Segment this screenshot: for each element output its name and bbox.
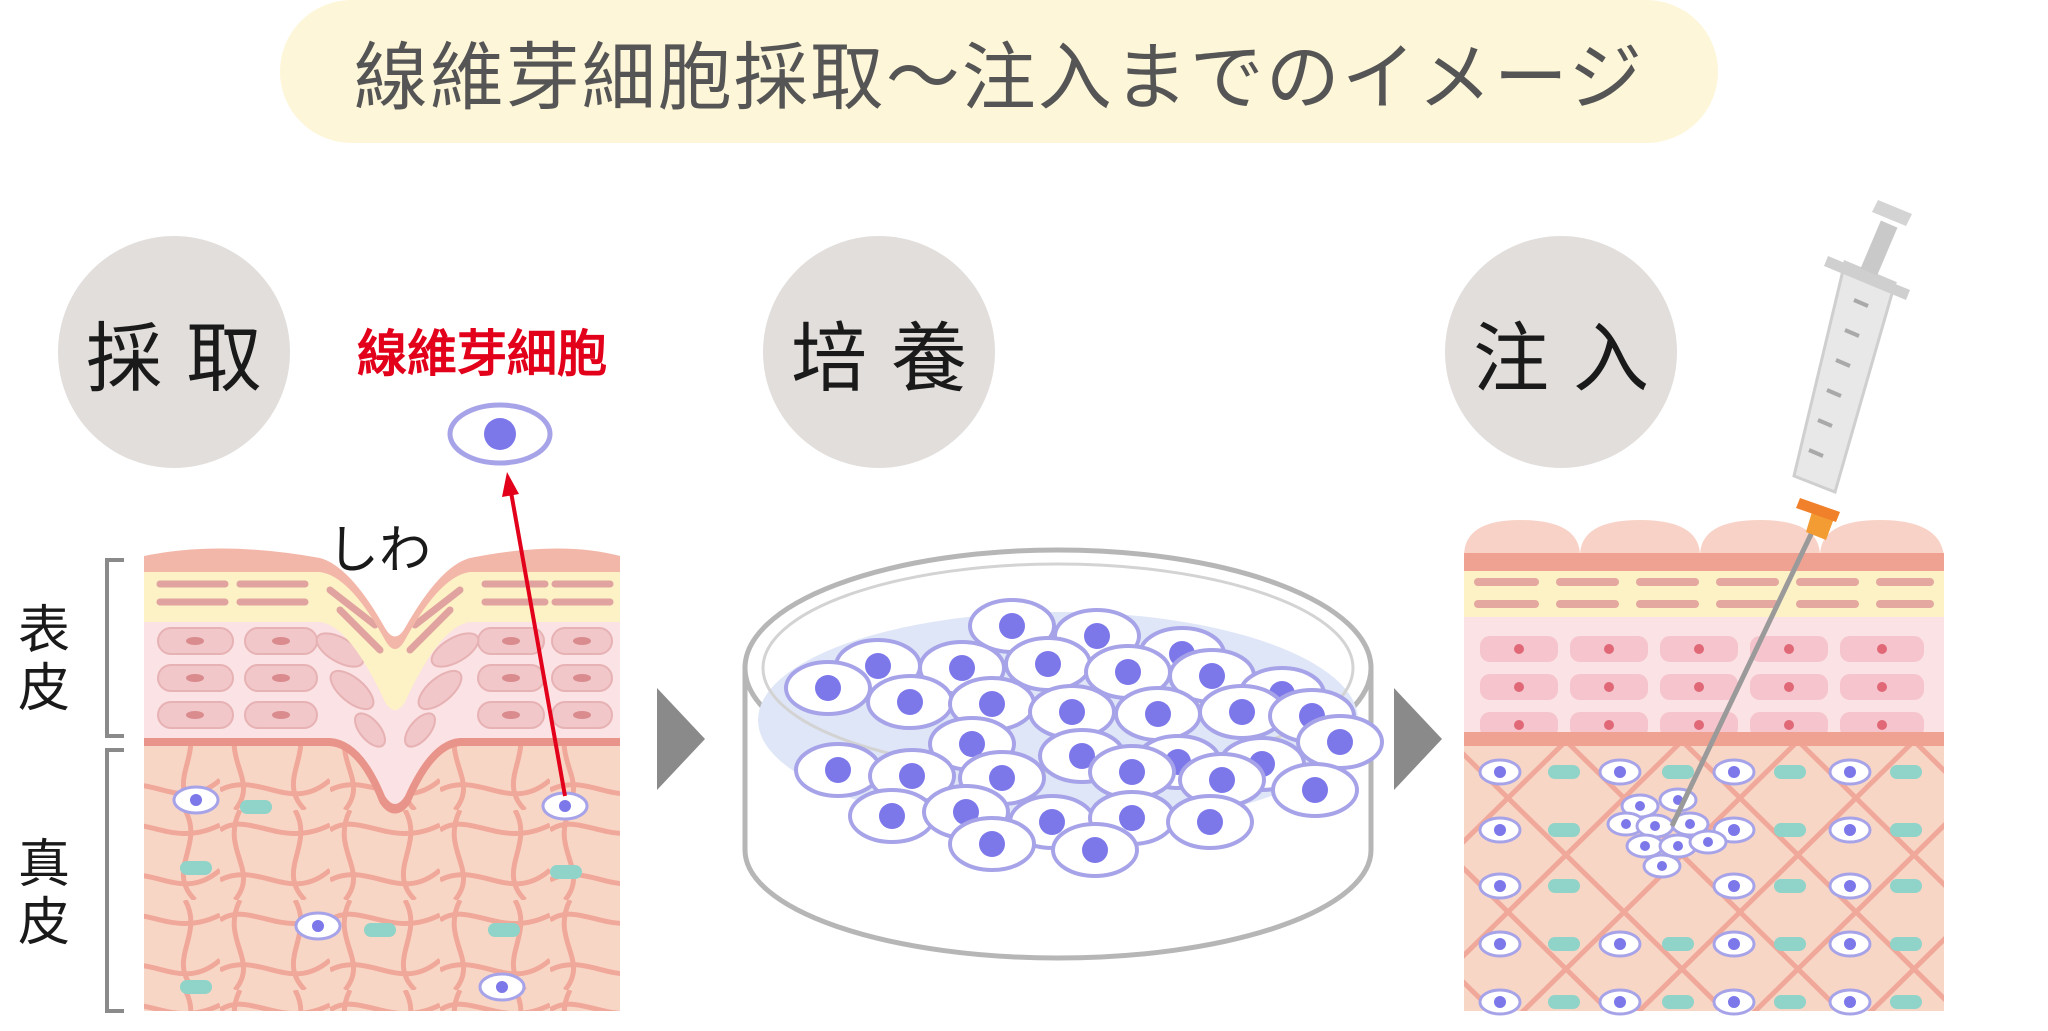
wrinkle-label: しわ <box>327 521 432 581</box>
collagen-link <box>1890 995 1922 1009</box>
collagen-link <box>1662 937 1694 951</box>
collagen-link <box>1774 823 1806 837</box>
collagen-link <box>1548 879 1580 893</box>
skin-wrinkle-diagram <box>105 402 620 1013</box>
skin-injection-diagram <box>1464 200 1944 1016</box>
collagen-link <box>1890 937 1922 951</box>
stage-inject-badge: 注入 <box>1445 236 1677 468</box>
fibroblast-label: 線維芽細胞 <box>357 325 607 383</box>
title-banner: 線維芽細胞採取〜注入までのイメージ <box>280 0 1718 143</box>
collagen-link <box>1890 765 1922 779</box>
collagen-link <box>1548 937 1580 951</box>
stage-culture-label: 培養 <box>791 314 991 403</box>
collagen-link <box>1548 823 1580 837</box>
collagen-link <box>1548 765 1580 779</box>
collagen-link <box>1662 765 1694 779</box>
cultured-cells <box>784 598 1384 878</box>
collagen-link <box>1774 879 1806 893</box>
syringe-icon <box>1669 200 1912 828</box>
stage-inject-label: 注入 <box>1473 314 1673 403</box>
page-title: 線維芽細胞採取〜注入までのイメージ <box>353 35 1645 121</box>
epidermis-label: 表皮 <box>17 601 70 719</box>
collagen-link <box>1662 995 1694 1009</box>
next-arrow-2 <box>1394 688 1442 790</box>
collagen-link <box>1890 823 1922 837</box>
injected-cell-cluster <box>1606 787 1728 879</box>
collagen-link <box>1774 937 1806 951</box>
stage-culture-badge: 培養 <box>763 236 995 468</box>
collagen-link <box>1890 879 1922 893</box>
collagen-link <box>1774 995 1806 1009</box>
stage-harvest-badge: 採取 <box>58 236 290 468</box>
dermis-cells <box>172 785 589 1002</box>
stage-harvest-label: 採取 <box>86 314 286 403</box>
collagen-link <box>1548 995 1580 1009</box>
next-arrow-1 <box>657 688 705 790</box>
collagen-link <box>1774 765 1806 779</box>
dermis-label: 真皮 <box>17 835 70 953</box>
